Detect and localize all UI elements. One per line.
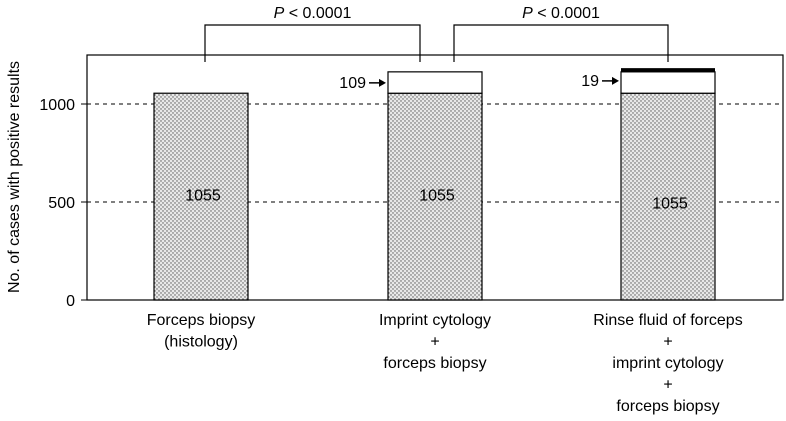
category-label: + — [430, 334, 439, 351]
category-label: + — [663, 377, 672, 394]
bars — [153, 68, 716, 301]
segment-labels: 1055 1055 1055 — [185, 188, 688, 213]
p-value-label: P < 0.0001 — [274, 5, 352, 22]
bar-1-segment-0 — [387, 92, 483, 301]
p-threshold: < 0.0001 — [284, 5, 351, 22]
category-label: + — [663, 334, 672, 351]
bar-2-segment-0 — [620, 92, 716, 301]
bar-2-segment-1 — [620, 71, 716, 94]
bar-2-segment-2 — [621, 68, 715, 73]
y-tick-label: 500 — [48, 195, 75, 212]
arrow-head — [612, 76, 619, 85]
y-axis-ticks: 0 500 1000 — [39, 97, 87, 310]
arrow-annotations: 109 19 — [339, 73, 619, 92]
category-label: Rinse fluid of forceps — [593, 312, 742, 329]
p-value-label: P < 0.0001 — [522, 5, 600, 22]
bar-value-label: 1055 — [652, 196, 688, 213]
y-tick-label: 1000 — [39, 97, 75, 114]
category-labels: Forceps biopsy (histology) Imprint cytolog… — [147, 312, 743, 415]
category-label: Imprint cytology — [379, 312, 491, 329]
p-symbol: P — [274, 5, 285, 22]
arrow-head — [379, 78, 386, 87]
bar-1-segment-1 — [387, 71, 483, 94]
p-symbol: P — [522, 5, 533, 22]
category-label: imprint cytology — [612, 355, 723, 372]
y-axis-label: No. of cases with positive results — [6, 61, 23, 293]
arrow-annotation-label: 19 — [581, 73, 599, 90]
category-label: Forceps biopsy — [147, 312, 256, 329]
bar-value-label: 1055 — [419, 188, 455, 205]
comparison-bracket — [453, 24, 669, 62]
category-label: forceps biopsy — [383, 355, 486, 372]
category-label: forceps biopsy — [616, 398, 719, 415]
p-threshold: < 0.0001 — [533, 5, 600, 22]
arrow-annotation-label: 109 — [339, 75, 366, 92]
bar-0-segment-0 — [153, 92, 249, 301]
bar-value-label: 1055 — [185, 188, 221, 205]
comparison-bracket — [204, 24, 421, 62]
category-label: (histology) — [164, 334, 238, 351]
y-tick-label: 0 — [66, 293, 75, 310]
